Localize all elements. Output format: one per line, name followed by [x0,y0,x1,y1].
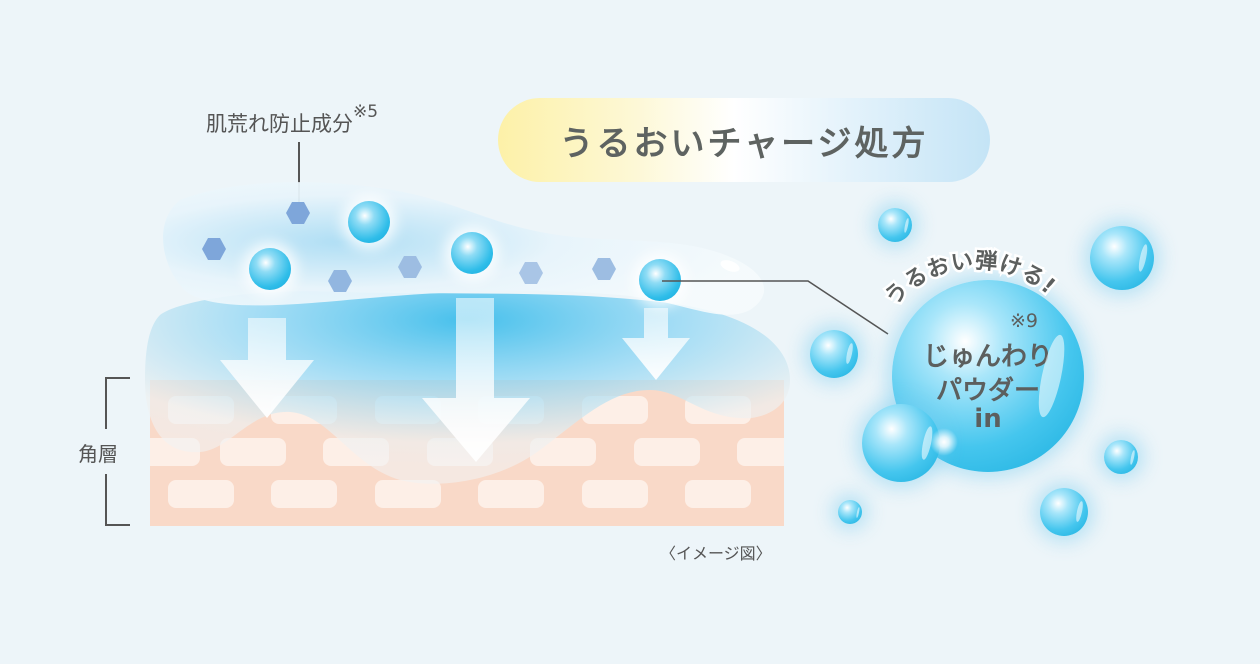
bubble-icon [838,500,862,524]
bubble-icon [1090,226,1154,290]
bubble-icon [1104,440,1138,474]
sparkle-icon [930,428,958,456]
bracket-upper [105,377,107,429]
ingredient-note: ※5 [353,102,379,122]
powder-line-2: パウダー [935,376,1040,406]
powder-line-1: じゅんわり [922,342,1053,372]
skin-cell [582,480,648,508]
bubble-icon [878,208,912,242]
powder-arc-textpath: うるおい弾ける! [878,245,1062,313]
hexagon-ingredient-icon [202,238,226,260]
arrow-down-icon [622,308,690,380]
powder-leader-line [662,280,889,335]
bracket-bottom [106,524,130,526]
skin-cell [478,480,544,508]
bracket-top [106,377,130,379]
skin-cell [271,480,337,508]
ingredient-leader-line [298,142,300,212]
svg-text:うるおい弾ける!: うるおい弾ける! [880,248,1060,311]
ingredient-label: 肌荒れ防止成分※5 [206,102,378,138]
bracket-lower [105,474,107,526]
powder-line-3: in [974,404,1002,434]
skin-cell [685,480,751,508]
skin-cell [168,480,234,508]
water-drop-icon [451,232,493,274]
arrow-down-icon [422,298,530,462]
skin-cell [375,480,441,508]
layer-label: 角層 [78,442,118,466]
title-text: うるおいチャージ処方 [559,123,929,164]
skin-cell [220,438,286,466]
skin-cell [634,438,700,466]
hexagon-ingredient-icon [519,262,543,284]
bubble-icon [1040,488,1088,536]
bubble-icon [862,404,940,482]
powder-arc-text: うるおい弾ける! [878,245,1062,313]
hexagon-ingredient-icon [286,202,310,224]
title-banner: うるおいチャージ処方 [498,98,990,182]
skin-cell [737,438,784,466]
water-drop-icon [249,248,291,290]
powder-note: ※9 [1010,310,1039,332]
hexagon-ingredient-icon [398,256,422,278]
water-drop-icon [639,259,681,301]
ingredient-label-text: 肌荒れ防止成分 [206,112,353,136]
arrow-down-icon [220,318,314,418]
hexagon-ingredient-icon [592,258,616,280]
water-drop-icon [348,201,390,243]
bubble-icon [810,330,858,378]
hexagon-ingredient-icon [328,270,352,292]
image-caption: 〈イメージ図〉 [660,544,772,563]
